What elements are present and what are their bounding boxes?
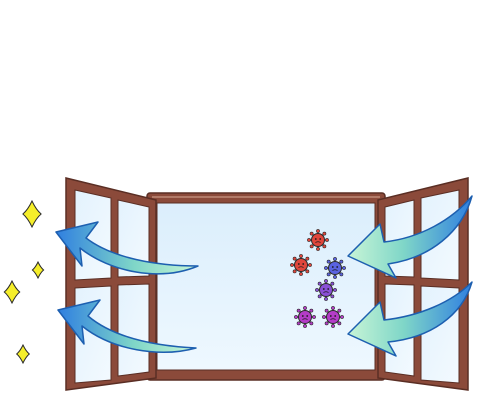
germ-icon <box>315 279 337 301</box>
main-window <box>146 192 386 381</box>
sparkle-icon <box>3 279 21 305</box>
sparkles-group <box>3 199 45 365</box>
germ-icon <box>290 254 312 276</box>
fresh-air-arrow-icon <box>347 195 473 279</box>
germ-icon <box>322 306 344 328</box>
stale-air-arrow-icon <box>55 221 199 275</box>
right-window-sash <box>377 177 469 391</box>
left-window-sash <box>65 177 157 391</box>
germs-group <box>290 229 346 328</box>
fresh-air-arrow-icon <box>347 281 473 357</box>
stale-air-arrow-icon <box>57 299 197 353</box>
sparkle-icon <box>31 260 45 280</box>
main-window-glass <box>156 202 376 371</box>
sparkle-icon <box>15 343 31 365</box>
sparkle-icon <box>22 199 42 229</box>
germ-icon <box>294 306 316 328</box>
germ-icon <box>307 229 329 251</box>
germ-icon <box>324 257 346 279</box>
